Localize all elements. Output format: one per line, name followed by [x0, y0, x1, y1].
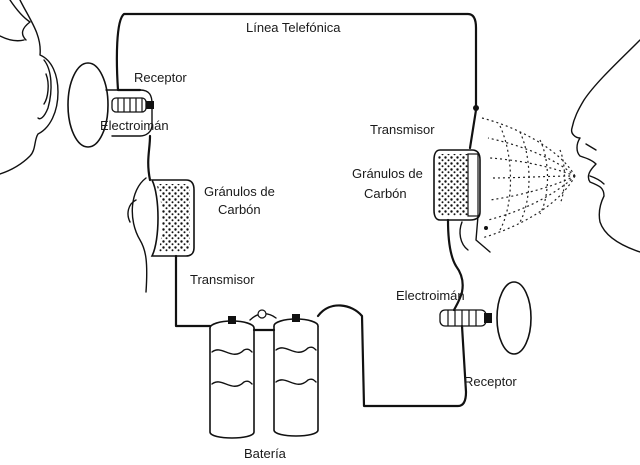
circuit-wires: [115, 12, 479, 408]
label-bateria: Batería: [244, 446, 287, 461]
label-granulos-left-2: Carbón: [218, 202, 261, 217]
label-electroiman-right: Electroimán: [396, 288, 465, 303]
electromagnet-right: [439, 309, 492, 327]
battery-cell-2: [273, 314, 319, 437]
label-transmisor-left: Transmisor: [190, 272, 255, 287]
receiver-diaphragm-right: [496, 281, 532, 355]
label-linea-telefonica: Línea Telefónica: [246, 20, 341, 35]
transmitter-mouthpiece-left: [131, 177, 148, 293]
receiver-bracket-left: [105, 89, 153, 137]
sound-waves: [481, 117, 576, 239]
label-transmisor-right: Transmisor: [370, 122, 435, 137]
battery-cell-1: [209, 316, 255, 439]
label-receptor-right: Receptor: [464, 374, 517, 389]
carbon-granules-right: [433, 149, 481, 221]
label-receptor-left: Receptor: [134, 70, 187, 85]
label-electroiman-left: Electroimán: [100, 118, 169, 133]
label-granulos-right-1: Gránulos de: [352, 166, 423, 181]
label-granulos-left-1: Gránulos de: [204, 184, 275, 199]
electromagnet-left: [111, 97, 154, 113]
carbon-granules-left: [150, 179, 195, 257]
receiver-diaphragm-left: [67, 62, 109, 148]
speaker-face: [570, 39, 640, 253]
listener-face: [0, 0, 59, 175]
label-granulos-right-2: Carbón: [364, 186, 407, 201]
